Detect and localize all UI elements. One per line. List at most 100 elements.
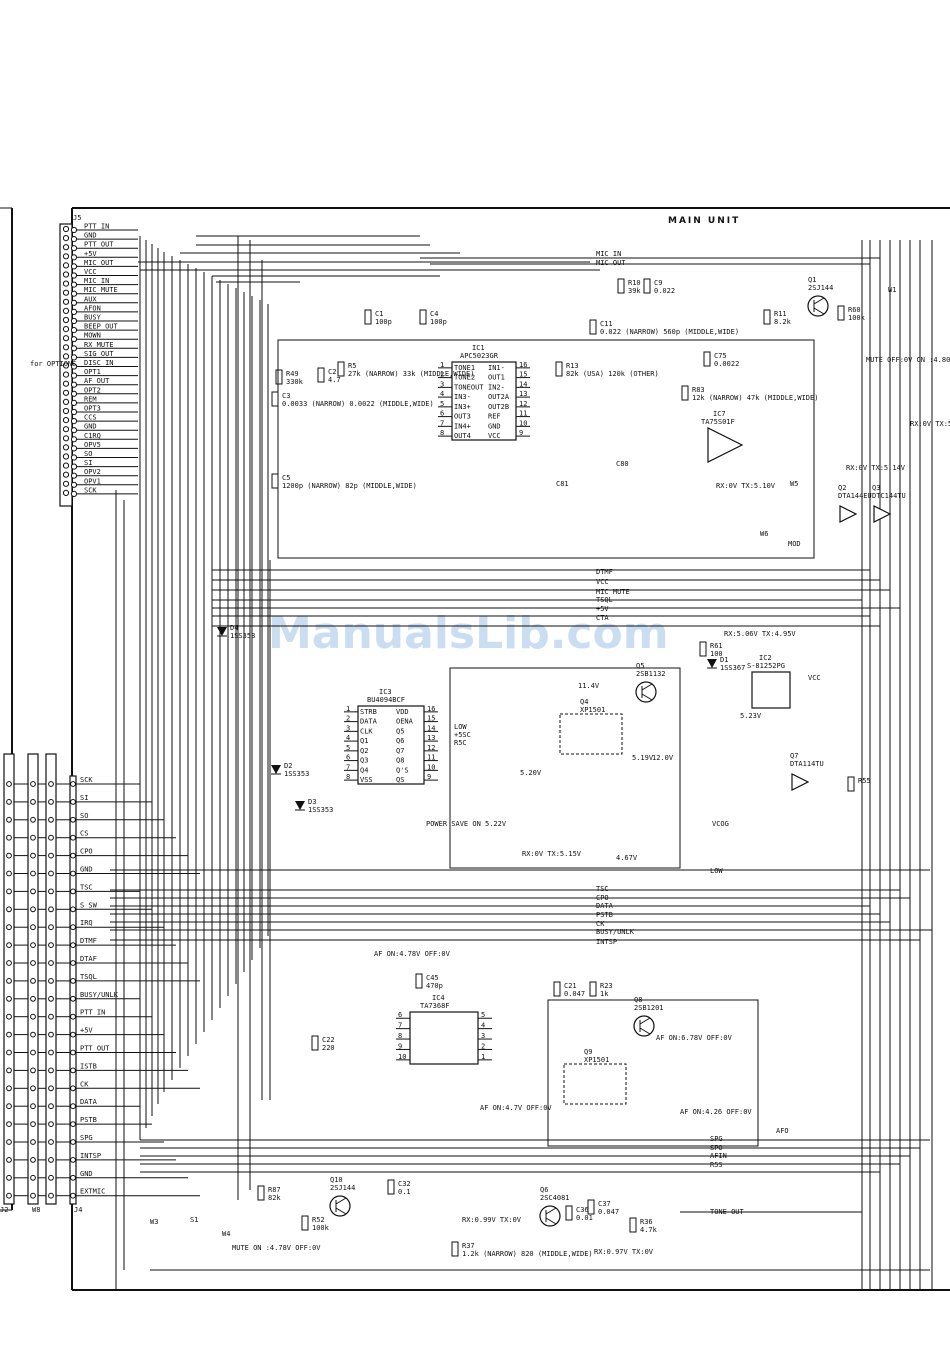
connector-pin <box>62 417 70 424</box>
signal-label: SPG <box>710 1135 723 1143</box>
component-ref: R49 <box>286 370 299 378</box>
opamp-ic7 <box>707 427 744 463</box>
component-value: 1200p (NARROW) 82p (MIDDLE,WIDE) <box>282 482 417 490</box>
diode-ref: D2 <box>284 762 292 770</box>
ic-ref: IC7 <box>713 410 726 418</box>
transistor-symbol <box>807 295 829 317</box>
ic-pin-name: Q3 <box>360 757 368 765</box>
component-value: 100 <box>710 650 723 658</box>
component-symbol <box>837 305 845 321</box>
connector-pin <box>6 870 12 877</box>
ic-pin-number: 1 <box>481 1053 485 1061</box>
j4-pin-label: DATA <box>80 1098 98 1106</box>
connector-pin <box>62 316 70 324</box>
connector-pin <box>70 1085 76 1092</box>
ic-pin-number: 4 <box>481 1022 485 1030</box>
connector-pin <box>6 978 12 984</box>
ic-pin-number: 1 <box>346 705 350 713</box>
connector-pin <box>6 1192 12 1199</box>
connector-pin <box>70 924 76 931</box>
ic-pin-name: Q'S <box>396 766 409 774</box>
connector-pin <box>6 888 12 895</box>
component-symbol <box>555 361 563 377</box>
connector-pin <box>70 834 76 841</box>
connector-pin <box>62 244 70 251</box>
connector-pin <box>6 781 12 787</box>
connector-pin <box>62 489 70 496</box>
signal-label: R5C <box>454 739 467 747</box>
ic-pin-number: 6 <box>440 410 444 418</box>
voltage-note: MUTE ON :4.78V OFF:0V <box>232 1244 321 1252</box>
connector-w8-label: W8 <box>32 1206 40 1214</box>
component-ref: R60 <box>848 306 861 314</box>
signal-label: SPO <box>710 1144 723 1152</box>
connector-pin <box>30 1031 36 1038</box>
diode-ref: D3 <box>308 798 316 806</box>
ic-part: TA7368F <box>420 1002 450 1010</box>
connector-pin <box>62 280 70 287</box>
j4-pin-label: S SW <box>80 901 98 909</box>
j5-pin-label: AUX <box>84 295 97 303</box>
connector-pin <box>70 254 78 261</box>
component-symbol <box>643 278 651 294</box>
j4-pin-label: SCK <box>80 776 93 784</box>
mic-amp-block <box>277 339 815 559</box>
diode-part: 1SS353 <box>308 806 333 814</box>
connector-pin <box>48 1067 54 1074</box>
component-value: 0.1 <box>398 1188 411 1196</box>
transistor-array-symbol <box>559 713 623 755</box>
ic-pin-number: 5 <box>440 400 444 408</box>
ic-pin-number: 2 <box>481 1042 485 1050</box>
connector-pin <box>70 436 78 443</box>
ic-pin-number: 9 <box>398 1042 402 1050</box>
connector-pin <box>6 1103 12 1110</box>
voltage-note: RX:0V TX:5.10V <box>716 482 776 490</box>
voltage-note: MUTE OFF:0V ON :4.80V <box>866 356 950 364</box>
ic-pin-name: QS <box>396 776 404 784</box>
connector-pin <box>62 389 70 396</box>
ic-pin-number: 4 <box>440 390 444 398</box>
ic-pin-number: 12 <box>427 744 435 752</box>
connector-pin <box>30 960 36 966</box>
component-value: 0.01 <box>576 1214 593 1222</box>
component-value: 100p <box>430 318 447 326</box>
j5-pin-label: REM <box>84 395 97 403</box>
ic-pin-name: VCC <box>488 432 501 440</box>
connector-pin <box>62 298 70 305</box>
connector-pin <box>62 380 70 387</box>
component-symbol <box>311 1035 319 1051</box>
connector-pin <box>62 225 70 233</box>
connector-pin <box>62 426 70 433</box>
connector-pin <box>70 1139 76 1145</box>
component-ref: R52 <box>312 1216 325 1224</box>
component-ref: C37 <box>598 1200 611 1208</box>
transistor-part: 2SB1201 <box>634 1004 664 1012</box>
signal-label: MIC IN <box>596 250 621 258</box>
component-ref: R23 <box>600 982 613 990</box>
signal-label: MIC MUTE <box>596 588 630 596</box>
connector-pin <box>62 235 70 242</box>
j5-pin-label: DISC IN <box>84 359 114 367</box>
signal-label: CTA <box>596 614 609 622</box>
misc-label: W6 <box>760 530 768 538</box>
connector-pin <box>30 1174 36 1181</box>
ic-pin-name: DATA <box>360 718 378 726</box>
j4-pin-label: TSQL <box>80 973 97 981</box>
connector-pin <box>30 888 36 895</box>
component-ref: R10 <box>628 279 641 287</box>
connector-pin <box>6 1049 12 1056</box>
connector-pin <box>6 906 12 913</box>
ic-pin-name: REF <box>488 413 501 421</box>
signal-label: LOW <box>710 867 723 875</box>
component-symbol <box>553 981 561 997</box>
ic-pin-number: 10 <box>427 763 435 771</box>
voltage-note: AF ON:4.7V OFF:0V <box>480 1104 552 1112</box>
connector-pin <box>30 852 36 859</box>
signal-label: MOD <box>788 540 801 548</box>
connector-pin <box>70 263 78 270</box>
component-symbol <box>317 367 325 383</box>
connector-pin <box>6 960 12 966</box>
ic-pin-name: TONE1 <box>454 364 475 372</box>
j4-pin-label: BUSY/UNLK <box>80 991 119 999</box>
